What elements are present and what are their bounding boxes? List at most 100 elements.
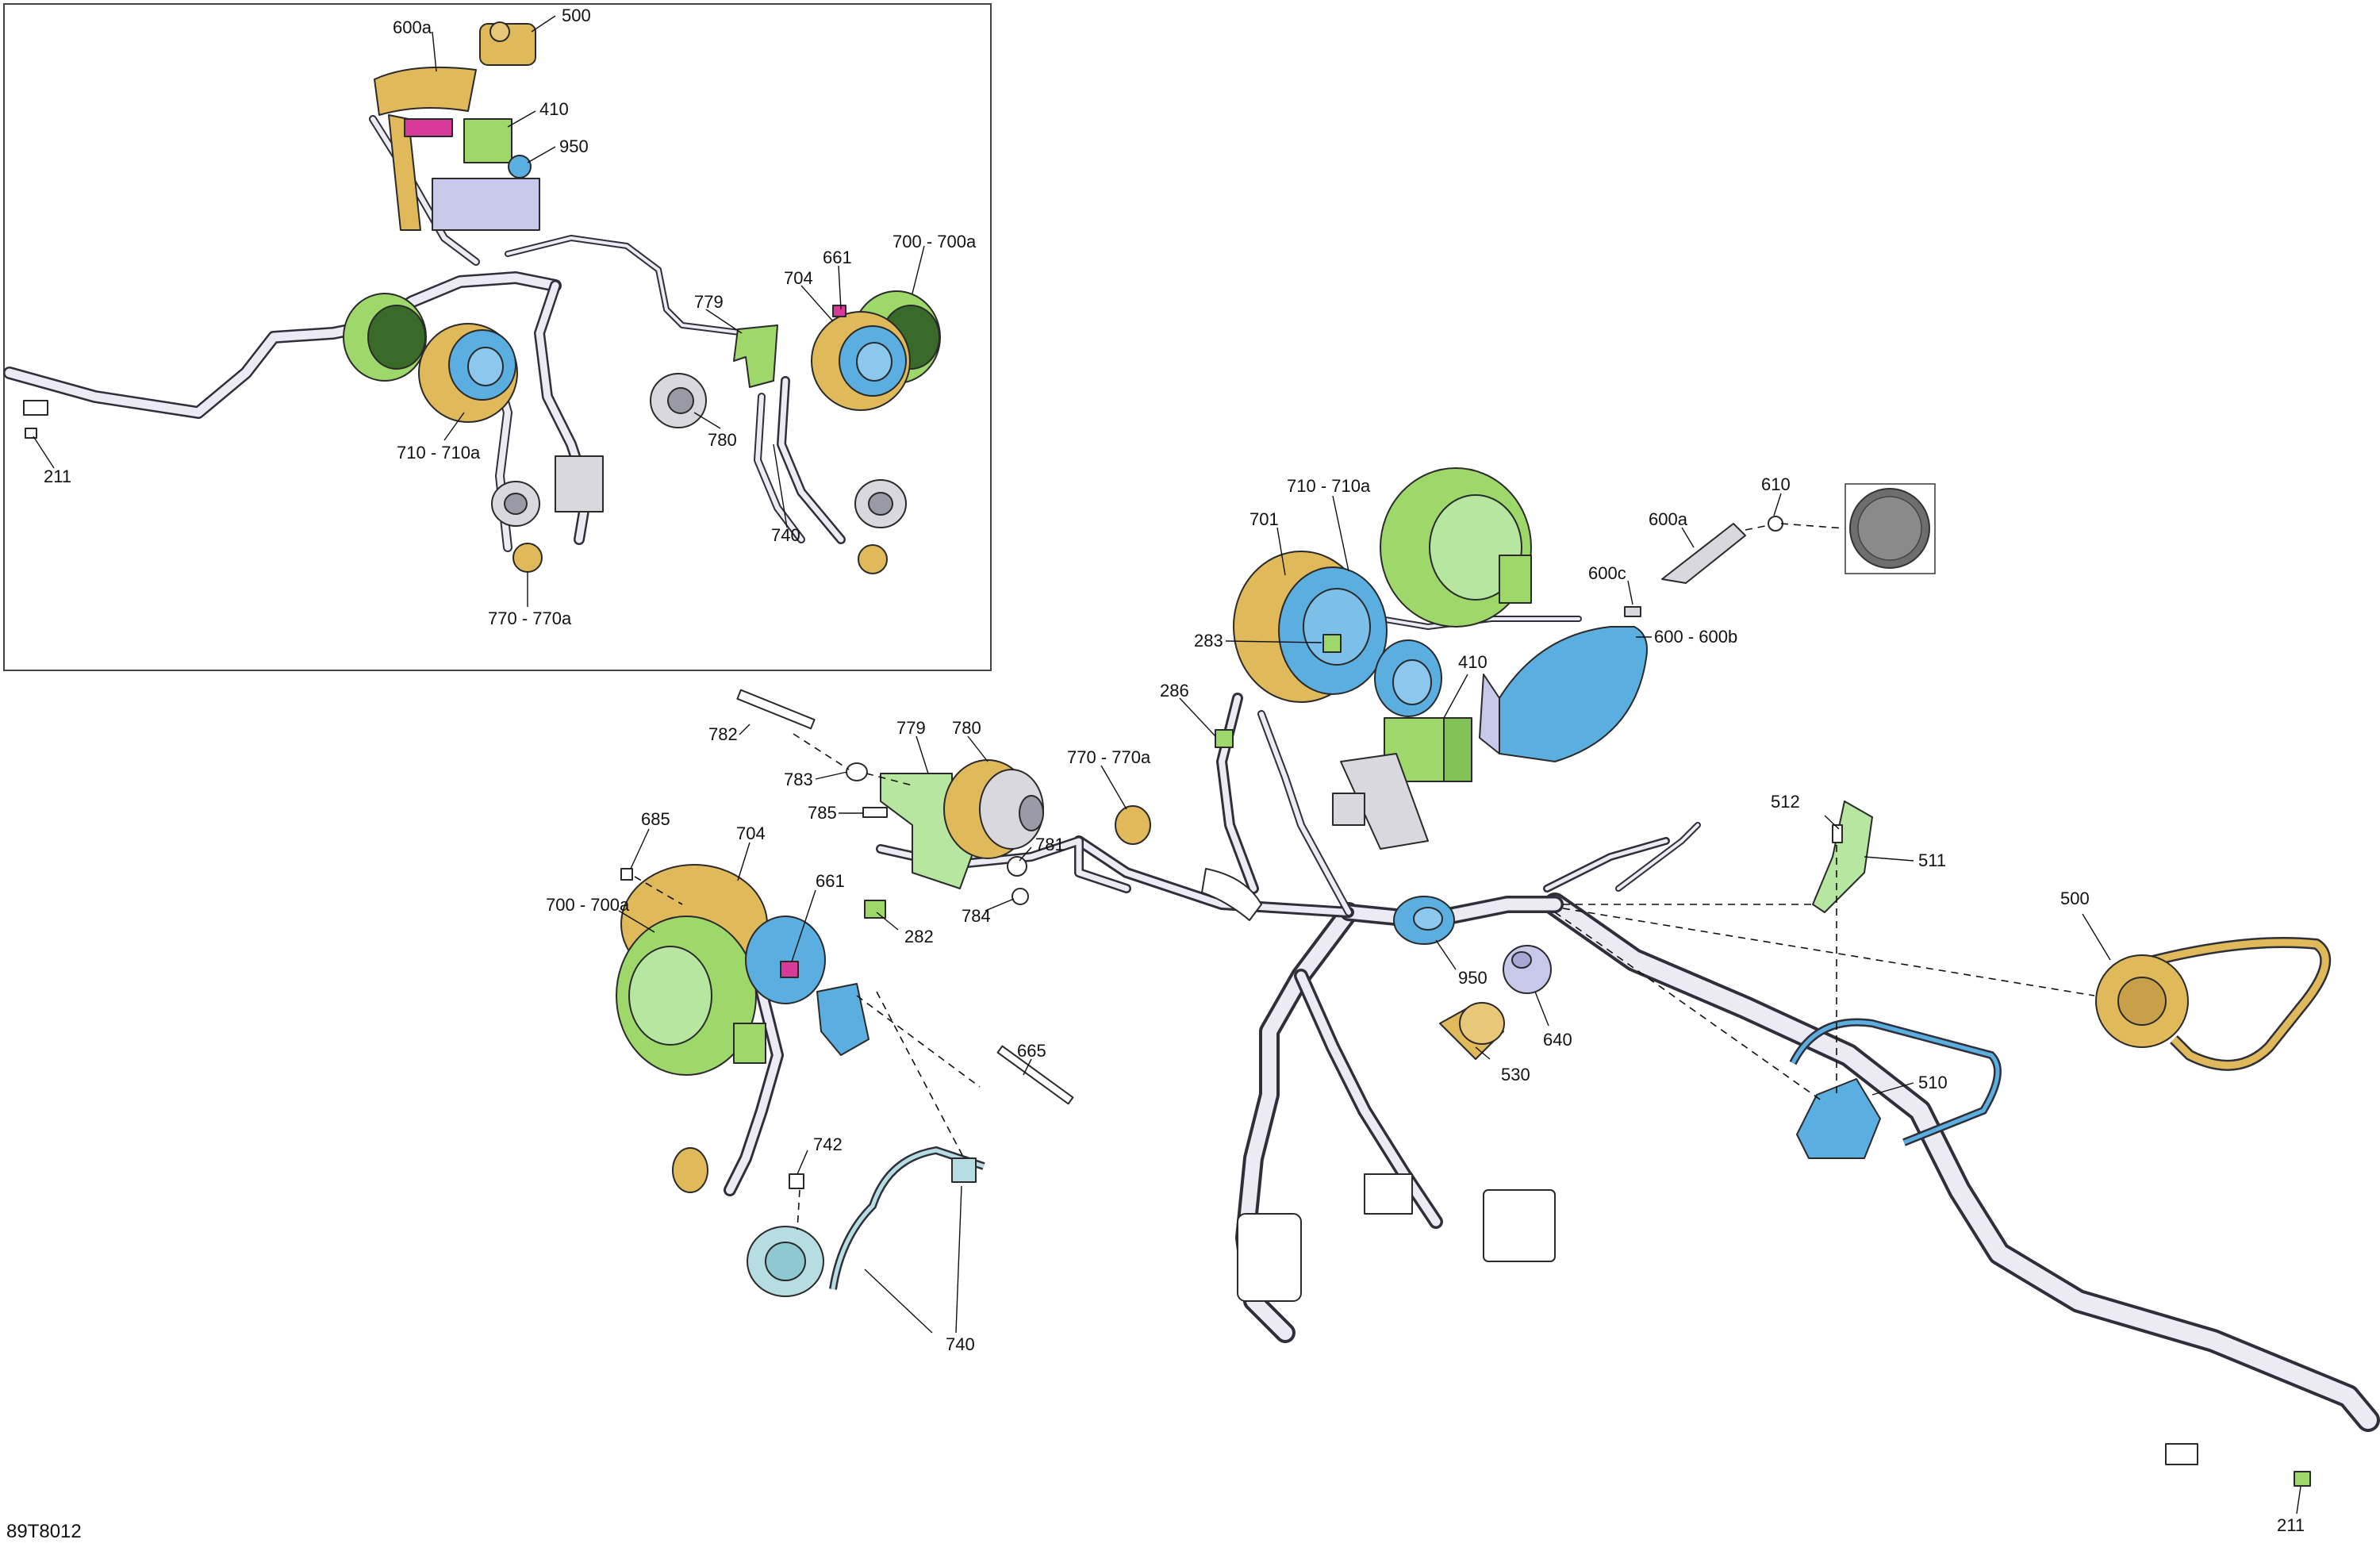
inset-module bbox=[555, 455, 604, 512]
part-282 bbox=[864, 900, 886, 919]
part-783 bbox=[846, 762, 868, 781]
inset-view: 500 600a 410 950 700 - 700a 661 704 779 … bbox=[3, 3, 992, 671]
part-530 bbox=[1439, 1002, 1505, 1060]
part-600-display bbox=[1479, 626, 1648, 762]
label-950: 950 bbox=[1458, 968, 1488, 988]
inset-label-600a: 600a bbox=[393, 17, 432, 37]
inset-label-780: 780 bbox=[708, 430, 737, 450]
inset-part-779 bbox=[733, 324, 778, 388]
label-785: 785 bbox=[808, 803, 837, 823]
label-600a: 600a bbox=[1649, 509, 1688, 529]
part-600a bbox=[1661, 523, 1746, 584]
label-781: 781 bbox=[1035, 835, 1065, 854]
main-labels: 710 - 710a 701 610 600a 600c 600 - 600b … bbox=[546, 474, 2305, 1535]
label-640: 640 bbox=[1543, 1030, 1572, 1050]
part-685 bbox=[620, 868, 633, 881]
part-770 bbox=[1115, 805, 1262, 921]
part-950 bbox=[1393, 896, 1455, 945]
part-710-gauge bbox=[1380, 467, 1532, 628]
inset-label-700-700a: 700 - 700a bbox=[892, 232, 977, 251]
inset-leaders bbox=[33, 15, 925, 607]
inset-part-740 bbox=[854, 479, 907, 528]
inset-label-661: 661 bbox=[823, 248, 852, 267]
label-710-710a: 710 - 710a bbox=[1287, 476, 1371, 496]
part-640 bbox=[1503, 945, 1552, 994]
label-782: 782 bbox=[708, 724, 738, 744]
part-700-gauge bbox=[616, 864, 768, 1076]
inset-part-770 bbox=[491, 481, 888, 574]
inset-label-740: 740 bbox=[771, 525, 800, 545]
label-600-600b: 600 - 600b bbox=[1654, 627, 1737, 647]
inset-part-410 bbox=[463, 118, 512, 163]
label-665: 665 bbox=[1017, 1041, 1046, 1061]
inset-label-710-710a: 710 - 710a bbox=[397, 443, 481, 463]
label-770-770a: 770 - 770a bbox=[1067, 747, 1151, 767]
inset-part-780 bbox=[650, 373, 707, 428]
label-282: 282 bbox=[904, 927, 934, 946]
part-780 bbox=[943, 759, 1044, 859]
part-512 bbox=[1832, 824, 1843, 843]
part-785 bbox=[862, 807, 888, 818]
part-600c bbox=[1624, 606, 1641, 617]
central-bracket bbox=[1332, 753, 1429, 850]
part-782 bbox=[736, 689, 816, 730]
inset-part-600a bbox=[374, 66, 477, 231]
inset-part-950 bbox=[508, 155, 532, 178]
inset-part-500 bbox=[479, 21, 536, 66]
part-781 bbox=[1007, 856, 1027, 877]
label-211: 211 bbox=[2277, 1515, 2305, 1535]
label-530: 530 bbox=[1501, 1065, 1530, 1084]
part-784 bbox=[1012, 888, 1029, 905]
label-780: 780 bbox=[952, 718, 981, 738]
part-211 bbox=[2294, 1471, 2311, 1487]
main-view: 710 - 710a 701 610 600a 600c 600 - 600b … bbox=[546, 467, 2380, 1535]
inset-part-211 bbox=[23, 400, 48, 439]
part-740 bbox=[747, 1146, 985, 1297]
label-410: 410 bbox=[1458, 652, 1488, 672]
part-701-gauge bbox=[1233, 551, 1442, 717]
part-770-left bbox=[672, 1147, 708, 1193]
main-harness bbox=[724, 608, 2380, 1432]
label-784: 784 bbox=[962, 906, 991, 926]
inset-label-410: 410 bbox=[539, 99, 569, 119]
label-283: 283 bbox=[1194, 631, 1223, 651]
inset-label-950: 950 bbox=[559, 136, 589, 156]
label-286: 286 bbox=[1160, 681, 1189, 701]
label-779: 779 bbox=[896, 718, 926, 738]
label-610: 610 bbox=[1761, 474, 1791, 494]
main-leaders bbox=[618, 493, 2301, 1514]
label-742: 742 bbox=[813, 1134, 843, 1154]
label-685: 685 bbox=[641, 809, 670, 829]
lower-connectors bbox=[1237, 1173, 1556, 1302]
label-701: 701 bbox=[1250, 509, 1279, 529]
inset-gauge-right bbox=[811, 290, 941, 411]
document-id: 89T8012 bbox=[6, 1521, 82, 1542]
part-211-housing bbox=[2165, 1443, 2198, 1465]
part-510 bbox=[1789, 1018, 2002, 1159]
inset-gauge-left bbox=[343, 293, 518, 423]
label-510: 510 bbox=[1918, 1073, 1948, 1092]
part-511 bbox=[1812, 800, 1873, 913]
label-700-700a: 700 - 700a bbox=[546, 895, 630, 915]
assembly-lines bbox=[634, 523, 2095, 1230]
label-661: 661 bbox=[816, 871, 845, 891]
label-600c: 600c bbox=[1588, 563, 1626, 583]
part-610-badge bbox=[1768, 483, 1936, 574]
part-661 bbox=[780, 961, 799, 978]
label-704: 704 bbox=[736, 823, 766, 843]
inset-labels: 500 600a 410 950 700 - 700a 661 704 779 … bbox=[44, 6, 977, 628]
part-283 bbox=[1322, 634, 1342, 653]
part-286 bbox=[1215, 729, 1234, 748]
part-500 bbox=[2095, 937, 2332, 1071]
label-500: 500 bbox=[2060, 889, 2090, 908]
inset-central-box bbox=[432, 178, 540, 231]
part-704 bbox=[745, 916, 869, 1056]
part-665 bbox=[996, 1045, 1074, 1105]
inset-label-500: 500 bbox=[562, 6, 591, 25]
label-511: 511 bbox=[1918, 850, 1946, 870]
label-783: 783 bbox=[784, 770, 813, 789]
fastener-set bbox=[620, 689, 1074, 1189]
inset-label-211: 211 bbox=[44, 466, 71, 486]
